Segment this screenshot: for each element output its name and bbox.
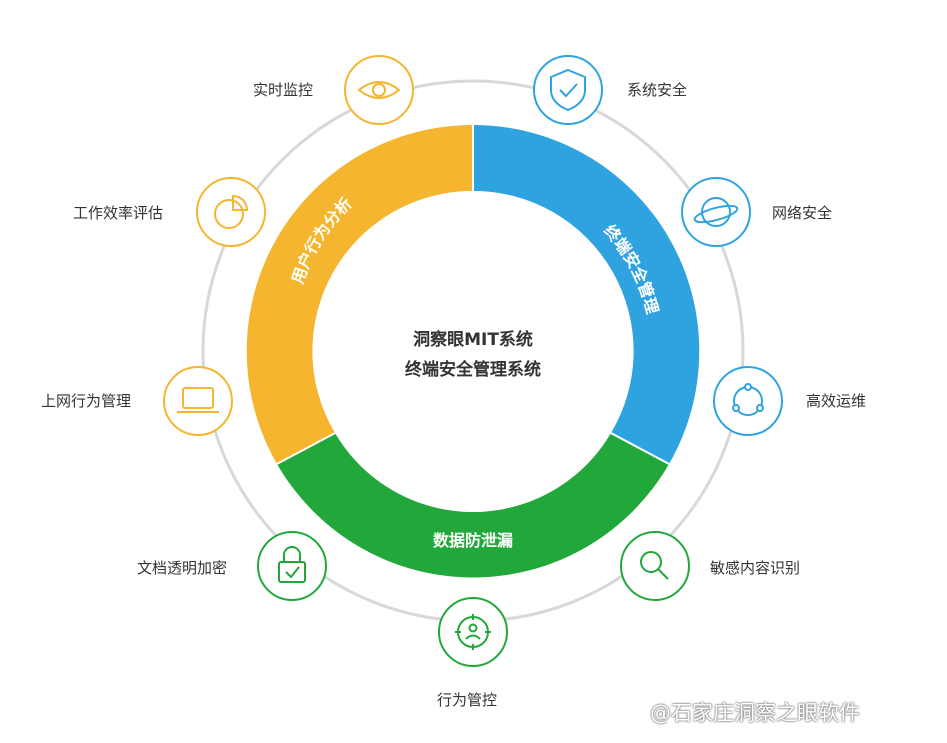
shield-check-icon (550, 68, 586, 112)
label-network-security: 网络安全 (772, 204, 833, 222)
center-title-line2: 终端安全管理系统 (405, 360, 541, 380)
internet-behavior-node (163, 366, 233, 436)
eye-icon (357, 81, 401, 99)
label-behavior-control: 行为管控 (437, 691, 498, 709)
segment-divider (608, 431, 672, 466)
doc-encryption-node (257, 531, 327, 601)
segment-terminal-security (473, 124, 700, 465)
segment-divider (274, 431, 338, 466)
label-realtime-monitor: 实时监控 (253, 81, 314, 99)
label-internet-behavior: 上网行为管理 (41, 392, 132, 410)
pie-chart-icon (214, 194, 249, 229)
segment-data-leak-prevention (277, 433, 669, 578)
behavior-control-node (438, 597, 508, 667)
search-icon (640, 551, 669, 580)
work-efficiency-node (196, 177, 266, 247)
user-target-icon (455, 614, 491, 650)
center-title-line1: 洞察眼MIT系统 (413, 330, 533, 350)
realtime-monitor-node (344, 55, 414, 125)
segment-user-behavior (246, 124, 473, 465)
label-work-efficiency: 工作效率评估 (73, 204, 164, 222)
label-doc-encryption: 文档透明加密 (137, 559, 228, 577)
sensitive-content-node (620, 531, 690, 601)
lock-check-icon (278, 546, 306, 583)
cycle-icon (732, 383, 764, 416)
segment-label-data-leak: 数据防泄漏 (433, 531, 513, 550)
watermark: @石家庄洞察之眼软件 (650, 701, 860, 725)
efficient-ops-node (713, 366, 783, 436)
network-security-node (681, 177, 751, 247)
inner-circle (313, 191, 633, 511)
label-system-security: 系统安全 (627, 81, 688, 99)
laptop-icon (177, 387, 219, 413)
planet-icon (693, 197, 739, 227)
label-sensitive-content: 敏感内容识别 (710, 559, 801, 577)
label-efficient-ops: 高效运维 (806, 392, 867, 410)
system-security-node (533, 55, 603, 125)
